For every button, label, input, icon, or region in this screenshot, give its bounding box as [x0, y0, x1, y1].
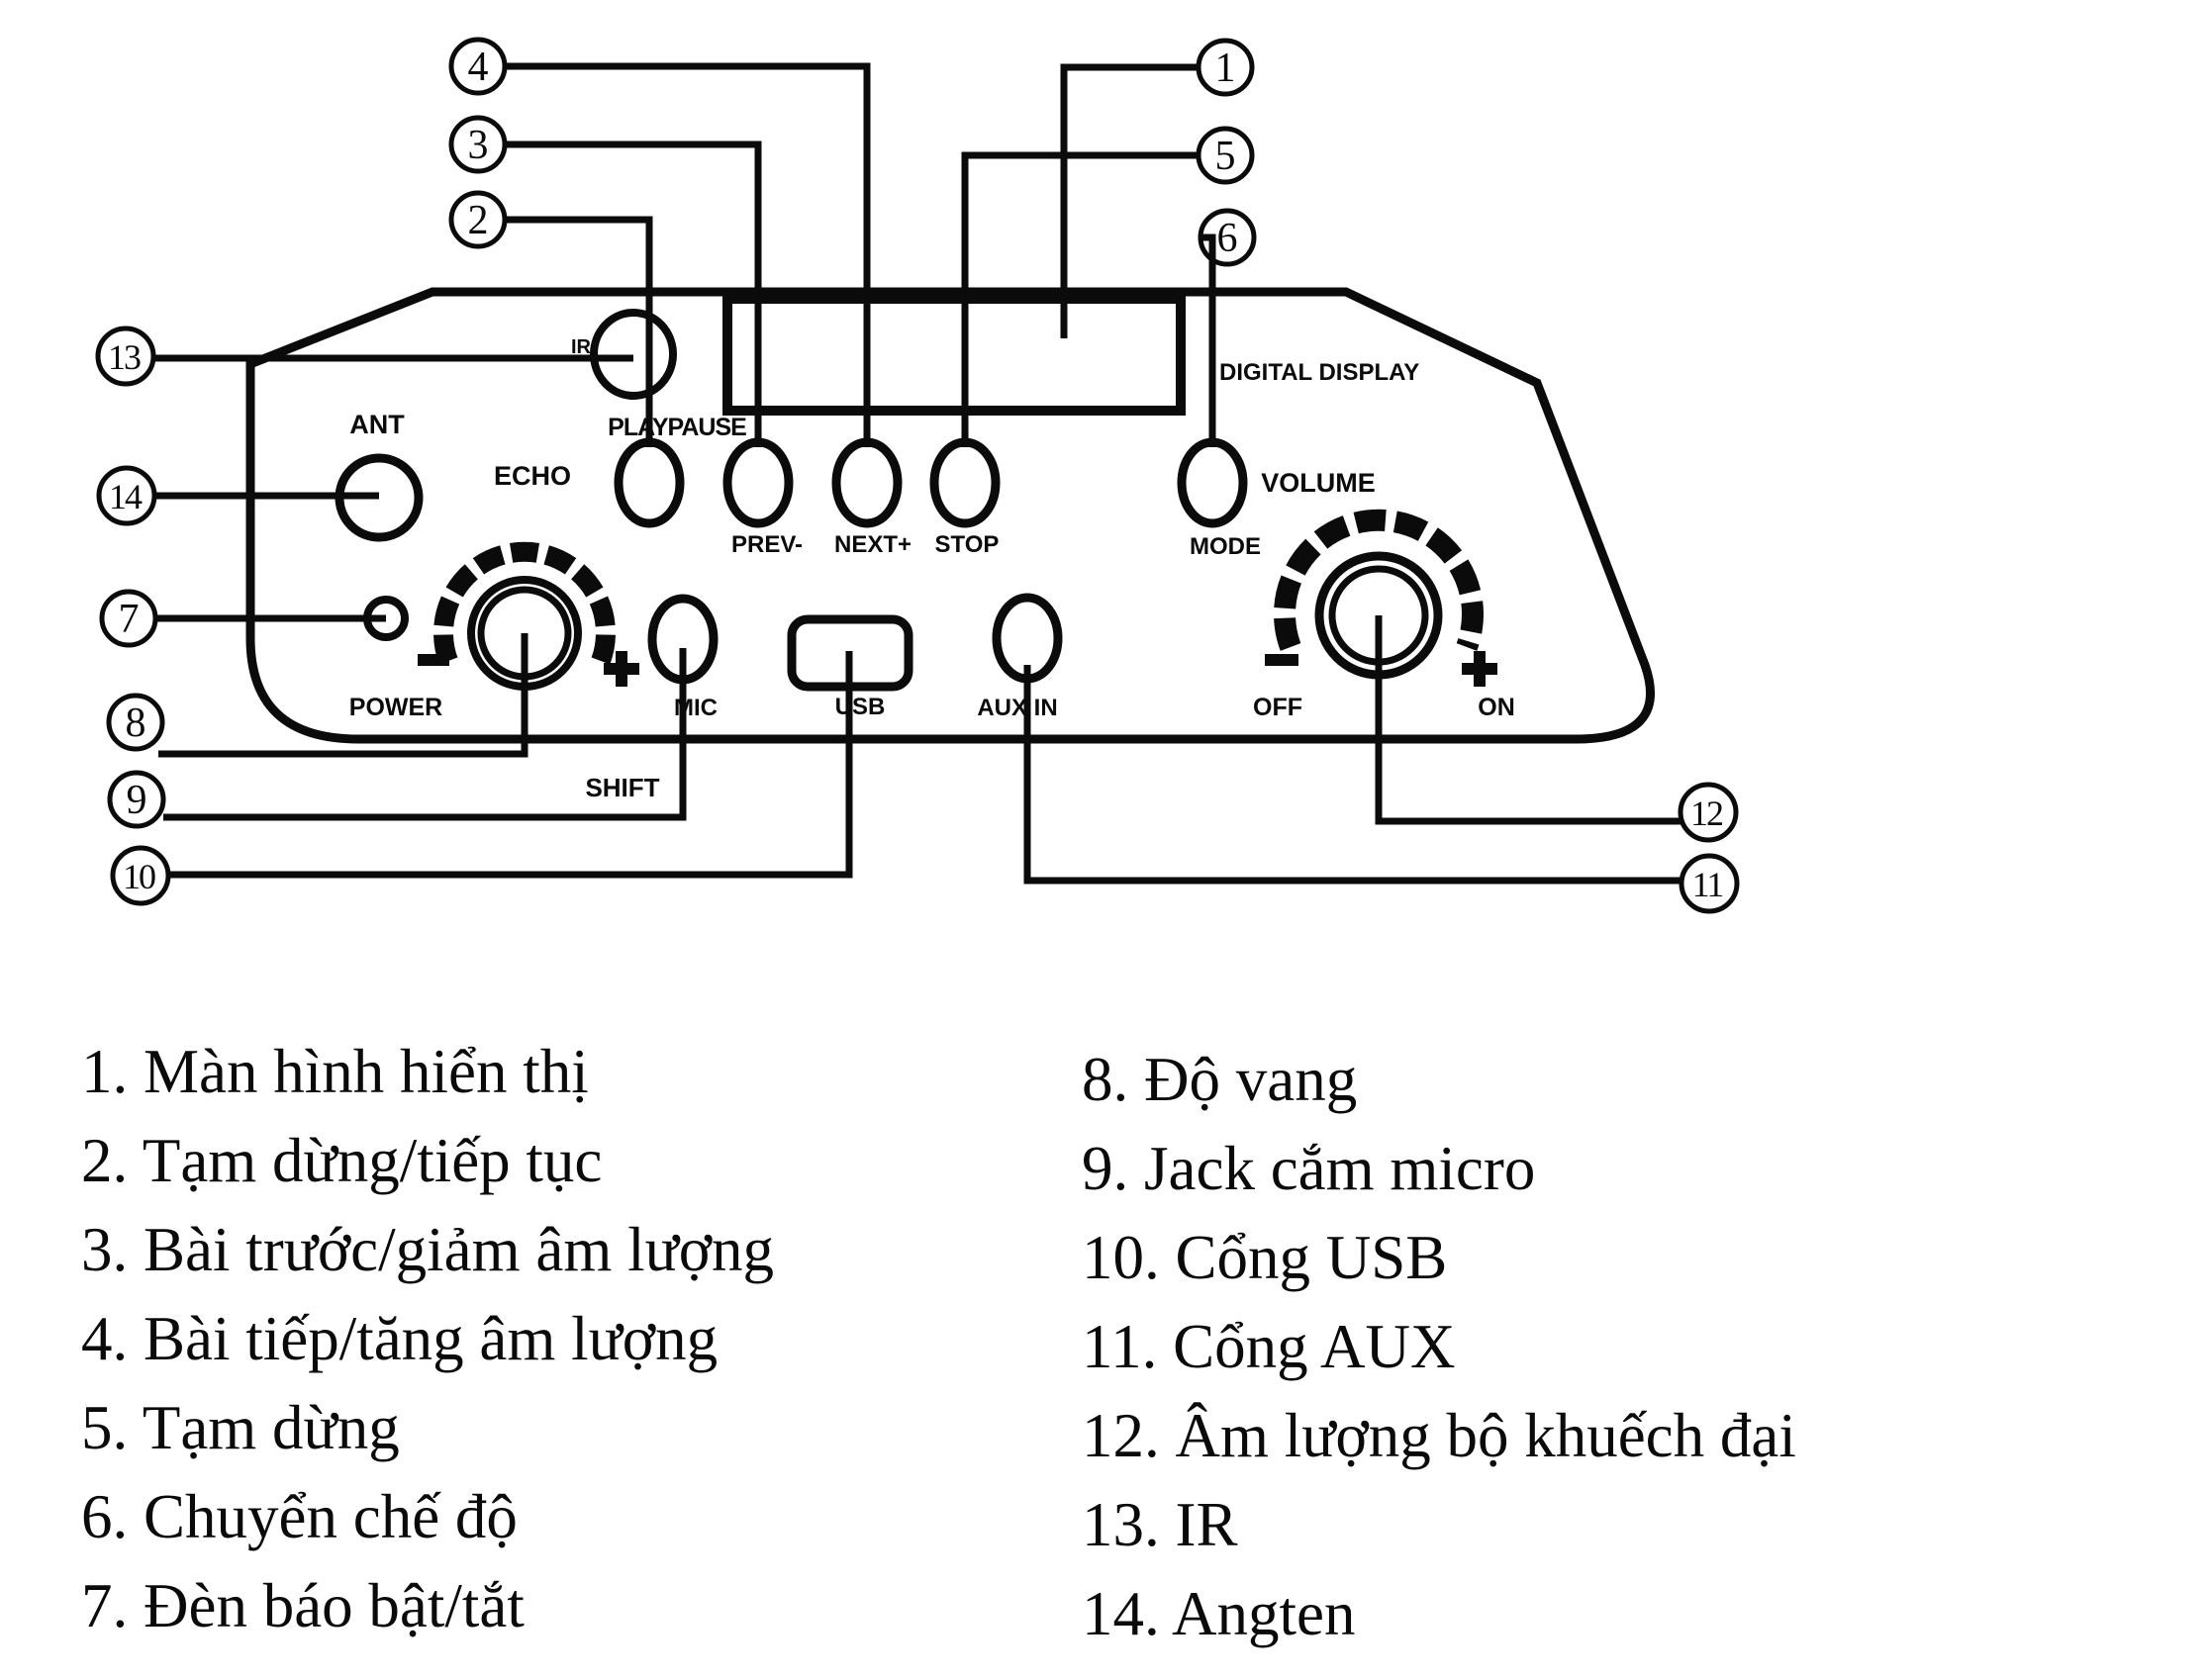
callout-4: 4 [448, 37, 508, 96]
prev-label: PREV- [731, 531, 803, 558]
svg-text:12: 12 [1690, 793, 1723, 833]
leader-1-display [1060, 63, 1199, 338]
usb-port [787, 614, 913, 692]
echo-label: ECHO [494, 461, 571, 491]
ant-label: ANT [349, 410, 405, 439]
display-window [722, 294, 1186, 416]
callout-8: 8 [106, 693, 165, 752]
legend-item-14: 14. Angten [1082, 1579, 1356, 1648]
leader-2-playpause [505, 216, 653, 447]
callout-11: 11 [1679, 853, 1740, 914]
legend-item-2: 2. Tạm dừng/tiếp tục [81, 1126, 603, 1195]
prev-button [722, 437, 794, 528]
callout-5: 5 [1196, 126, 1255, 185]
leader-12-volume [1375, 615, 1681, 825]
digital-display-label: DIGITAL DISPLAY [1219, 359, 1419, 386]
legend-item-10: 10. Cổng USB [1082, 1223, 1448, 1292]
mic-jack [647, 594, 719, 685]
stop-button [929, 437, 1001, 528]
svg-text:3: 3 [468, 123, 489, 168]
usb-label: USB [835, 694, 886, 720]
mic-label: MIC [674, 695, 718, 721]
echo-minus-icon [418, 654, 449, 666]
svg-text:4: 4 [468, 45, 489, 90]
aux-in-label: AUX IN [977, 695, 1057, 721]
volume-knob [1265, 509, 1497, 687]
svg-text:13: 13 [108, 337, 141, 377]
callout-1: 1 [1196, 38, 1255, 97]
leader-3-prev [505, 140, 762, 447]
legend-item-7: 7. Đèn báo bật/tắt [81, 1571, 525, 1640]
leader-6-mode [1200, 233, 1216, 447]
leader-11-aux [1023, 665, 1683, 885]
svg-text:10: 10 [123, 857, 155, 896]
volume-label: VOLUME [1261, 468, 1376, 498]
svg-text:5: 5 [1215, 134, 1236, 179]
callout-badges: 4 3 2 1 5 6 13 14 [95, 37, 1740, 914]
ant-jack [335, 453, 424, 542]
callout-12: 12 [1678, 782, 1739, 843]
callout-3: 3 [448, 115, 508, 174]
power-label: POWER [349, 694, 442, 721]
callout-9: 9 [107, 770, 166, 829]
stop-label: STOP [935, 531, 1000, 558]
legend-left-column: 1. Màn hình hiển thị 2. Tạm dừng/tiếp tụ… [81, 1027, 774, 1650]
legend-item-12: 12. Âm lượng bộ khuếch đại [1082, 1401, 1796, 1470]
svg-text:8: 8 [126, 700, 146, 746]
amplifier-panel-diagram: IR PLAYPAUSE PREV- NEXT+ STOP MODE DIGIT… [95, 37, 1740, 914]
legend-item-9: 9. Jack cắm micro [1082, 1134, 1536, 1203]
playpause-label: PLAYPAUSE [608, 414, 746, 441]
transport-buttons [614, 437, 1248, 528]
svg-text:7: 7 [119, 597, 140, 642]
power-led [363, 596, 409, 641]
svg-text:1: 1 [1215, 46, 1236, 91]
callout-6: 6 [1198, 208, 1257, 267]
leader-10-usb [167, 651, 853, 879]
shift-label: SHIFT [585, 773, 659, 802]
legend-item-13: 13. IR [1082, 1490, 1238, 1559]
volume-plus-icon [1474, 651, 1486, 687]
svg-text:2: 2 [468, 198, 489, 243]
legend-item-6: 6. Chuyển chế độ [81, 1482, 518, 1551]
leader-9-mic [163, 648, 687, 821]
callout-13: 13 [95, 326, 156, 387]
volume-tick-arc [1274, 509, 1484, 651]
off-label: OFF [1253, 694, 1302, 721]
legend-item-8: 8. Độ vang [1082, 1045, 1358, 1114]
next-button [831, 437, 903, 528]
legend-right-column: 8. Độ vang 9. Jack cắm micro 10. Cổng US… [1082, 1035, 1796, 1658]
callout-2: 2 [448, 190, 508, 249]
svg-text:6: 6 [1217, 216, 1238, 261]
play-pause-button [614, 437, 685, 528]
legend-item-4: 4. Bài tiếp/tăng âm lượng [81, 1304, 719, 1373]
callout-7: 7 [99, 589, 158, 648]
leader-4-next [505, 62, 871, 447]
next-label: NEXT+ [834, 531, 912, 558]
panel-outline [245, 287, 1655, 744]
echo-tick-arc [433, 541, 616, 665]
callout-10: 10 [110, 845, 171, 906]
ir-label: IR [571, 336, 592, 358]
aux-in-jack [992, 593, 1063, 684]
legend-item-1: 1. Màn hình hiển thị [81, 1037, 589, 1106]
volume-minus-icon [1265, 654, 1298, 666]
legend-item-11: 11. Cổng AUX [1082, 1312, 1456, 1381]
callout-14: 14 [96, 465, 157, 526]
ir-sensor [590, 309, 677, 400]
svg-text:9: 9 [127, 778, 147, 823]
mode-label: MODE [1190, 533, 1261, 560]
legend-item-5: 5. Tạm dừng [81, 1393, 400, 1462]
echo-plus-icon [616, 651, 627, 687]
echo-knob [418, 541, 639, 691]
leader-5-stop [961, 151, 1199, 447]
on-label: ON [1478, 694, 1515, 721]
svg-text:14: 14 [109, 477, 143, 516]
mode-button [1177, 437, 1248, 528]
leader-lines [152, 62, 1683, 885]
svg-text:11: 11 [1692, 865, 1723, 904]
legend-item-3: 3. Bài trước/giảm âm lượng [81, 1215, 775, 1284]
